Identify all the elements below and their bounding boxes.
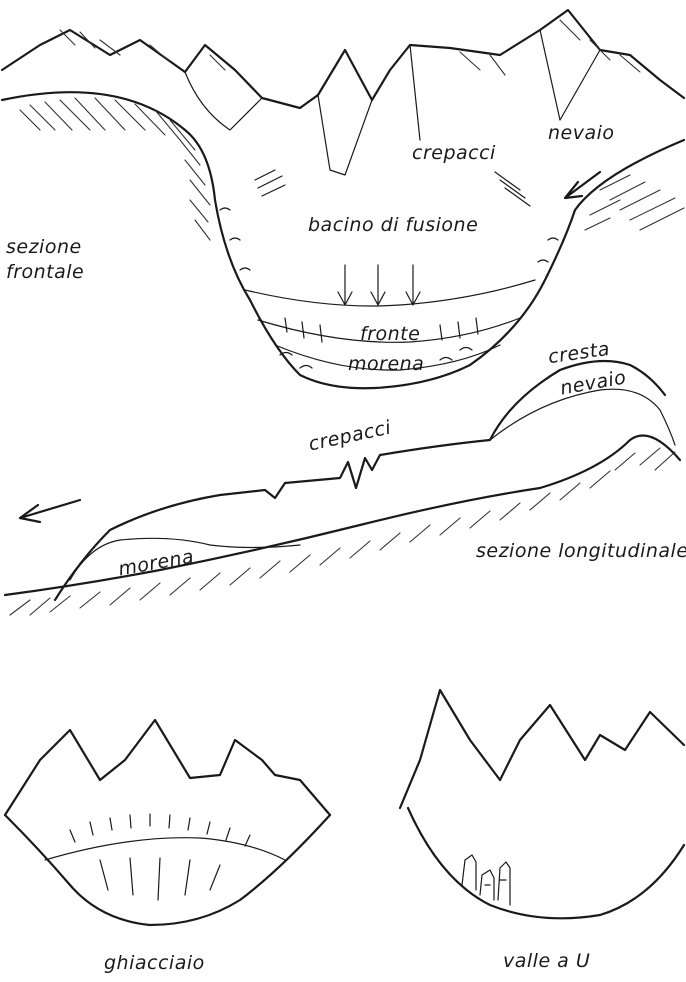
glacier-valley [5,815,330,925]
long-arrow [20,500,80,522]
frontal-section [2,10,684,388]
frontal-crevasses-right [495,172,530,206]
frontal-ridge [2,10,684,108]
label-section-long: sezione longitudinale [476,540,686,562]
label-morena-frontal: morena [348,353,424,375]
frontal-peak-lines [185,30,600,175]
label-valle: valle a U [503,950,590,972]
valley-floor [408,808,684,918]
label-ghiacciaio: ghiacciaio [104,952,205,974]
frontal-right-hatch [585,175,684,230]
glacier-mountains [5,720,330,815]
label-crepacci-frontal: crepacci [412,142,496,164]
label-section-frontal-2: frontale [6,261,84,283]
glacier-ice-surface [45,838,285,860]
valley-mountains [400,690,684,808]
glacier-ticks [70,814,250,900]
label-bacino: bacino di fusione [308,214,478,236]
frontal-arrow [565,172,600,198]
u-valley-sketch [400,690,684,918]
frontal-glacier-top [245,280,535,306]
frontal-down-arrows [338,265,420,305]
long-bottom [5,436,680,596]
label-section-frontal-1: sezione [6,236,82,258]
longitudinal-section [5,361,680,615]
label-fronte: fronte [360,323,420,345]
valley-town [462,855,510,905]
label-nevaio-frontal: nevaio [548,122,615,144]
glacier-sketch [5,720,330,925]
frontal-crevasses-left [255,170,285,196]
